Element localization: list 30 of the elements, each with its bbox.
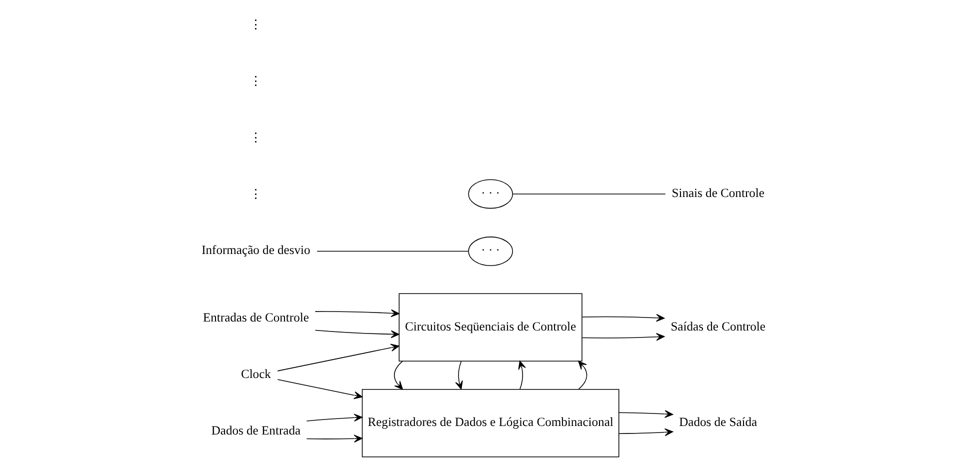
node-text: Saídas de Controle [670,319,766,334]
node-text: Informação de desvio [202,243,310,258]
node-ellipse: · · · [468,236,513,266]
arrow [582,314,665,322]
arrow [582,332,665,341]
arrow [394,360,403,390]
arrow [455,360,463,390]
arrow [618,428,674,436]
arrow [277,379,362,400]
node-text: Dados de Saída [679,415,758,430]
label: ⋮ [249,186,262,201]
arrow [618,410,674,418]
node-text: Clock [240,367,271,382]
arrow [518,360,526,390]
node-text: Dados de Entrada [211,424,301,438]
node-box: Registradores de Dados e Lógica Combinacional [362,388,620,458]
arrow [578,360,588,390]
arrow [314,330,400,338]
arrow [277,344,400,372]
arrow [306,414,362,422]
connector [316,250,469,252]
label: ⋮ [249,130,262,144]
node-text: Entradas de Controle [202,310,309,325]
node-box: Circuitos Seqüenciais de Controle [398,293,582,362]
node-ellipse: · · · [468,179,513,209]
label: ⋮ [249,17,262,32]
arrow [306,434,362,442]
node-text: Sinais de Controle [672,186,764,200]
arrow [314,309,400,318]
label: ⋮ [249,74,262,88]
